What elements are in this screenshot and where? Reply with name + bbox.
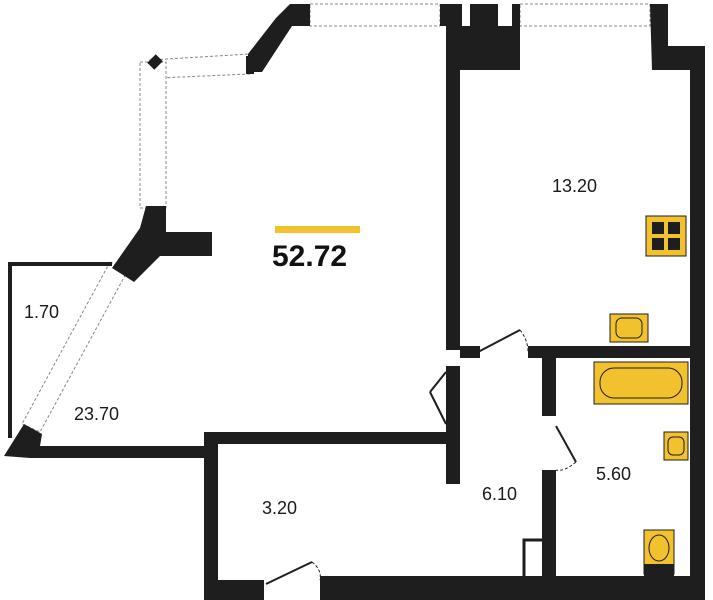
room-area-living-room: 23.70 — [74, 404, 120, 424]
room-area-storage: 3.20 — [262, 498, 298, 518]
total-area-accent-bar — [275, 226, 360, 233]
bathtub-icon — [593, 361, 689, 405]
window-openings — [21, 3, 651, 433]
stove-icon — [645, 215, 687, 257]
total-area: 52.72 — [272, 240, 348, 273]
kitchen-sink-icon — [609, 313, 649, 343]
room-area-balcony: 1.70 — [24, 302, 60, 322]
washbasin-icon — [663, 431, 689, 461]
door-swings — [265, 329, 577, 585]
walls — [4, 4, 705, 600]
toilet-icon — [643, 529, 675, 576]
room-area-bathroom: 5.60 — [596, 464, 632, 484]
room-area-kitchen: 13.20 — [552, 176, 598, 196]
room-area-hallway: 6.10 — [482, 484, 518, 504]
